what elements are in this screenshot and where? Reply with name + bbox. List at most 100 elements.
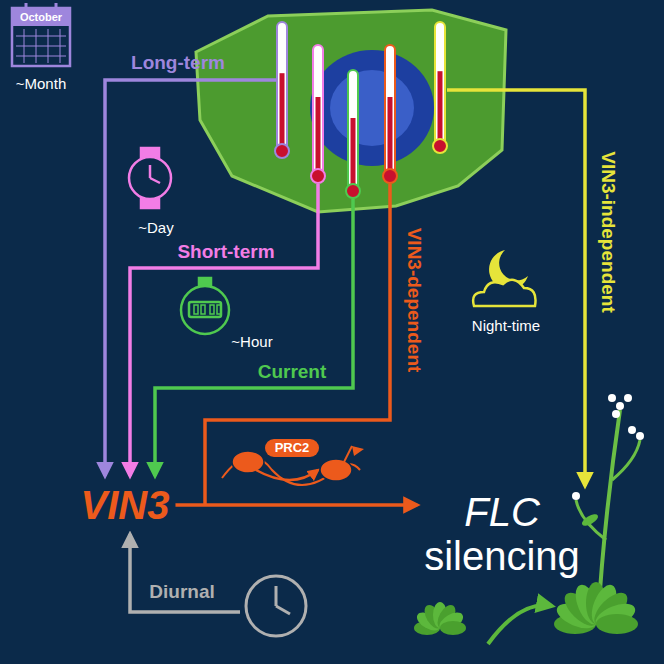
plant-illustration xyxy=(440,621,466,635)
thermometer xyxy=(438,71,443,145)
thermometer xyxy=(383,169,397,183)
plant-illustration xyxy=(572,492,580,500)
watch-icon xyxy=(129,148,171,208)
thermometer xyxy=(346,184,360,198)
annotation-label: Short-term xyxy=(177,242,274,263)
protein-pill: PRC2 xyxy=(265,439,320,457)
thermometer xyxy=(313,45,323,175)
watch-icon xyxy=(149,165,152,178)
stopwatch-icon xyxy=(217,305,221,314)
plant-illustration xyxy=(624,394,632,402)
stopwatch-icon xyxy=(189,302,221,317)
calendar-icon xyxy=(25,3,28,12)
plant-cell xyxy=(310,50,434,166)
stopwatch-icon xyxy=(194,305,198,314)
stopwatch-icon xyxy=(199,278,211,285)
calendar-icon xyxy=(12,3,70,66)
plant-illustration xyxy=(616,402,624,410)
pathway-label: VIN3-independent xyxy=(598,151,619,313)
pathway-line xyxy=(447,90,585,486)
gene-label: VIN3 xyxy=(77,481,174,529)
plant-illustration xyxy=(414,394,644,644)
nucleosome xyxy=(344,446,352,462)
thermometer xyxy=(311,169,325,183)
plant-cell xyxy=(330,70,414,146)
clock-icon xyxy=(276,606,290,614)
thermometer xyxy=(388,97,393,175)
pathway-line xyxy=(155,199,353,476)
plant-illustration xyxy=(572,394,644,500)
thermometer xyxy=(275,22,447,198)
gene-label: FLCsilencing xyxy=(420,488,584,580)
calendar-icon xyxy=(12,8,70,66)
pathway-label: VIN3-dependent xyxy=(404,228,425,373)
annotation-label: Current xyxy=(258,362,327,383)
stopwatch-icon xyxy=(181,278,229,334)
thermometer xyxy=(346,70,360,198)
annotation-label: ~Month xyxy=(16,76,66,93)
thermometer xyxy=(383,45,397,183)
thermometer xyxy=(311,45,325,183)
thermometer xyxy=(280,73,285,150)
thermometer xyxy=(433,22,447,153)
thermometer xyxy=(385,45,395,175)
clock-icon xyxy=(275,586,278,606)
plant-illustration xyxy=(580,512,600,528)
node-text: PRC2 xyxy=(275,441,310,455)
thermometer xyxy=(435,22,445,145)
node-text: silencing xyxy=(424,534,580,578)
plant-illustration xyxy=(628,426,636,434)
nucleosome xyxy=(232,451,264,473)
thermometer xyxy=(433,139,447,153)
clock-icon xyxy=(246,576,306,636)
plant-cell xyxy=(196,10,506,212)
plant-illustration xyxy=(592,599,638,634)
nucleosome xyxy=(352,446,364,456)
watch-icon xyxy=(150,178,160,183)
pathway-line xyxy=(205,184,390,505)
stopwatch-icon xyxy=(181,286,229,334)
annotation-label: Night-time xyxy=(472,318,540,335)
annotation-label: ~Hour xyxy=(231,334,272,351)
thermometer xyxy=(316,97,321,175)
thermometer xyxy=(351,118,356,190)
plant-illustration xyxy=(488,605,552,644)
watch-icon xyxy=(129,157,171,199)
annotation-label: Diurnal xyxy=(149,582,214,603)
calendar-icon xyxy=(36,29,37,63)
pathway-line xyxy=(130,534,240,612)
thermometer xyxy=(348,70,358,190)
annotation-label: Long-term xyxy=(131,53,225,74)
plant-illustration xyxy=(612,440,640,480)
pathway-line xyxy=(105,80,585,612)
thermometer xyxy=(275,22,289,158)
clock-icon xyxy=(246,576,306,636)
plant-illustration xyxy=(596,614,638,634)
stopwatch-icon xyxy=(210,305,214,314)
plant-illustration xyxy=(608,394,616,402)
annotation-label: October xyxy=(20,11,62,23)
plant-illustration xyxy=(553,581,638,634)
calendar-icon xyxy=(60,29,61,63)
night-icon xyxy=(473,280,535,306)
calendar-icon xyxy=(48,29,49,63)
nucleosome xyxy=(320,459,352,481)
annotation-label: ~Day xyxy=(138,220,173,237)
calendar-icon xyxy=(16,29,66,63)
plant-cell xyxy=(196,10,506,212)
calendar-icon xyxy=(12,8,70,26)
pathway-line xyxy=(130,184,318,476)
stopwatch-icon xyxy=(201,305,205,314)
thermometer xyxy=(275,144,289,158)
pathway-arrow xyxy=(175,503,417,507)
plant-illustration xyxy=(437,609,467,634)
stopwatch-icon xyxy=(194,305,221,314)
night-icon xyxy=(473,250,535,306)
thermometer xyxy=(277,22,287,150)
plant-illustration xyxy=(612,410,620,418)
nucleosome xyxy=(256,470,318,480)
nucleosome xyxy=(232,451,264,473)
node-text: VIN3 xyxy=(81,483,170,527)
plant-illustration xyxy=(414,602,466,635)
